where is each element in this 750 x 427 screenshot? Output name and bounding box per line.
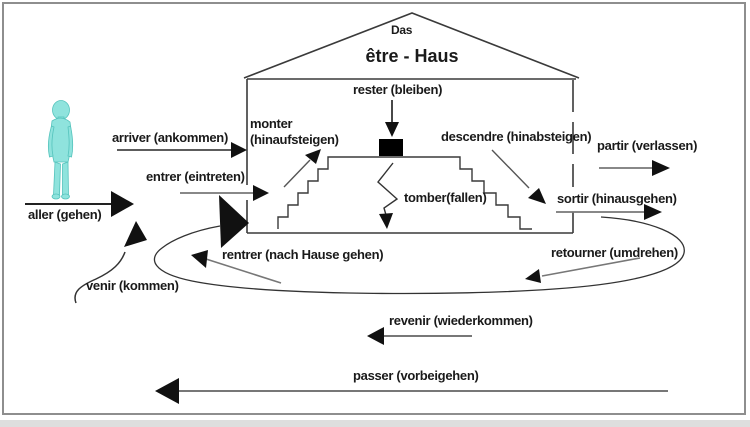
- entrer-arrow: [180, 185, 269, 201]
- label-sortir: sortir (hinausgehen): [557, 191, 677, 206]
- label-entrer: entrer (eintreten): [146, 169, 245, 184]
- house-outline: [243, 12, 580, 234]
- retourner-arrow: [525, 257, 641, 283]
- label-partir: partir (verlassen): [597, 138, 698, 153]
- person-figure-icon: [47, 100, 74, 200]
- label-monter-line1: monter: [250, 116, 293, 131]
- chimney-block: [379, 139, 403, 156]
- label-passer: passer (vorbeigehen): [353, 368, 479, 383]
- label-tomber: tomber(fallen): [404, 190, 487, 205]
- label-aller: aller (gehen): [28, 207, 102, 222]
- label-retourner: retourner (umdrehen): [551, 245, 678, 260]
- label-descendre: descendre (hinabsteigen): [441, 129, 592, 144]
- label-rentrer: rentrer (nach Hause gehen): [222, 247, 384, 262]
- staircase: [277, 156, 532, 230]
- house-title-das: Das: [391, 23, 413, 37]
- rentrer-big-arrowhead: [219, 195, 249, 248]
- venir-curved-arrow: [74, 221, 147, 304]
- sortir-arrow: [556, 204, 662, 220]
- revenir-arrow: [367, 327, 472, 345]
- label-arriver: arriver (ankommen): [112, 130, 228, 145]
- rentrer-arrow: [191, 250, 282, 284]
- partir-arrow: [599, 160, 670, 176]
- descendre-arrow: [491, 149, 546, 204]
- arriver-arrow: [117, 142, 247, 158]
- rester-arrow: [385, 100, 399, 137]
- aller-arrow: [25, 191, 134, 217]
- label-monter-line2: (hinaufsteigen): [250, 132, 339, 147]
- label-revenir: revenir (wiederkommen): [389, 313, 533, 328]
- monter-arrow: [283, 149, 321, 188]
- roof: [243, 12, 580, 79]
- label-venir: venir (kommen): [86, 278, 179, 293]
- bottom-edge-strip: [0, 420, 750, 427]
- tomber-zigzag-arrow: [377, 162, 399, 229]
- diagram-border-frame: [2, 2, 746, 415]
- passer-arrow: [155, 378, 668, 404]
- return-loop-ellipse: [153, 195, 685, 295]
- house-title-etre-haus: être - Haus: [365, 46, 459, 66]
- label-rester: rester (bleiben): [353, 82, 443, 97]
